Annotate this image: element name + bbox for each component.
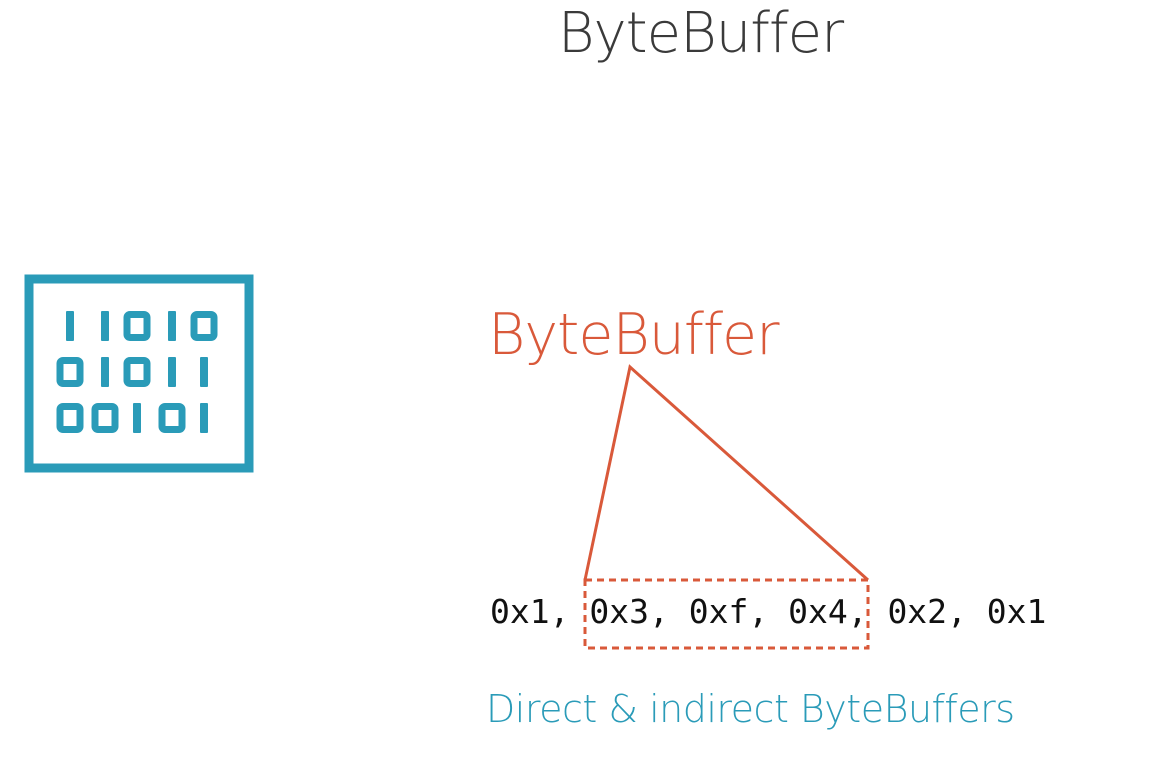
byte-separator-space [967, 590, 987, 634]
binary-digit-one [66, 311, 74, 341]
buffer-window-box [583, 578, 870, 650]
byte-value: 0x1 [986, 592, 1047, 631]
binary-digit-one [101, 357, 109, 387]
binary-icon-frame [24, 274, 254, 473]
binary-data-icon [24, 274, 254, 473]
byte-value: 0x2, [887, 592, 967, 631]
byte-value: 0xf, [688, 592, 769, 631]
byte-separator-space [669, 590, 689, 634]
binary-digit-one [168, 311, 176, 341]
binary-digit-one [200, 403, 208, 433]
byte-separator-space [768, 590, 788, 634]
binary-digit-zero [123, 311, 151, 341]
binary-digit-zero [56, 357, 84, 387]
binary-digit-zero [123, 357, 151, 387]
binary-digit-one [200, 357, 208, 387]
byte-value: 0x1, [490, 592, 570, 631]
binary-digit-one [133, 403, 141, 433]
byte-value: 0x3, [589, 592, 669, 631]
binary-digit-one [101, 311, 109, 341]
byte-value: 0x4, [788, 592, 868, 631]
binary-digit-one [168, 357, 176, 387]
slide-title: ByteBuffer [557, 1, 844, 66]
byte-sequence: 0x1, 0x3, 0xf, 0x4, 0x2, 0x1 [490, 590, 1046, 634]
byte-separator-space [569, 590, 589, 634]
binary-digit-zero [56, 403, 84, 433]
binary-digit-zero [158, 403, 186, 433]
window-pointer-lines [583, 364, 870, 582]
byte-separator-space [868, 590, 888, 634]
binary-digit-zero [91, 403, 119, 433]
bytebuffer-label: ByteBuffer [488, 302, 780, 368]
caption: Direct & indirect ByteBuffers [486, 687, 1015, 731]
binary-icon-digits [56, 311, 218, 433]
binary-digit-zero [190, 311, 218, 341]
